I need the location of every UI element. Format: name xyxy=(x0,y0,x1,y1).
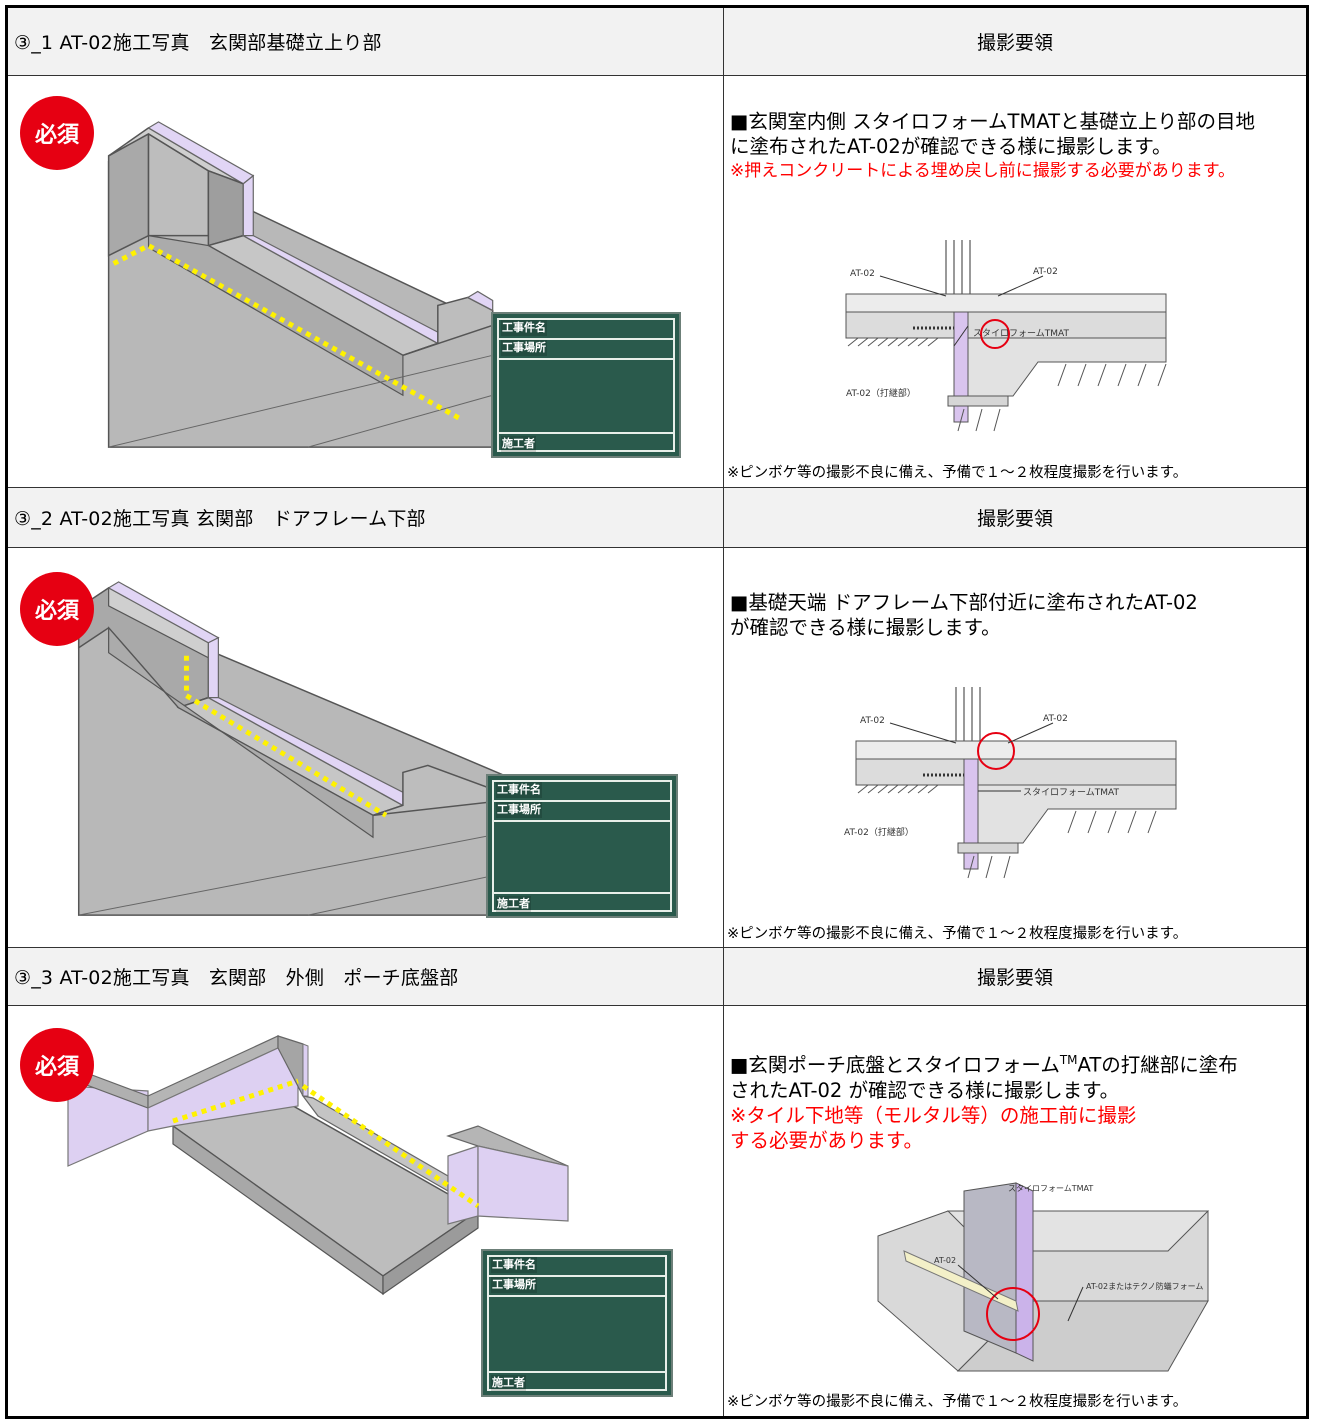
section-2-header: ③_2 AT-02施工写真 玄関部 ドアフレーム下部 撮影要領 xyxy=(8,488,1306,548)
section-2-required-badge: 必須 xyxy=(20,572,94,646)
board-label-site: 工事場所 xyxy=(501,340,547,356)
section-3-caution-2: する必要があります。 xyxy=(730,1128,924,1152)
section-2-header-right: 撮影要領 xyxy=(723,488,1306,547)
diagram-label-at02-right: AT-02 xyxy=(1033,267,1058,277)
board-label-builder: 施工者 xyxy=(491,1375,526,1391)
section-1-note: ※ピンボケ等の撮影不良に備え、予備で１～２枚程度撮影を行います。 xyxy=(727,465,1188,481)
board-label-project: 工事件名 xyxy=(501,320,547,336)
section-1-desc-line-2: に塗布されたAT-02が確認できる様に撮影します。 xyxy=(730,135,1172,158)
diagram-label-at02-left: AT-02 xyxy=(850,269,875,279)
section-3-detail-diagram: スタイロフォームTMAT AT-02 AT-02またはテクノ防蟻フォーム xyxy=(877,1182,1210,1372)
section-1-required-badge: 必須 xyxy=(20,96,94,170)
section-3-header: ③_3 AT-02施工写真 玄関部 外側 ポーチ底盤部 撮影要領 xyxy=(8,948,1306,1006)
section-3-header-right: 撮影要領 xyxy=(723,948,1306,1005)
section-2-note: ※ピンボケ等の撮影不良に備え、予備で１～２枚程度撮影を行います。 xyxy=(727,926,1188,942)
diagram-label-stylofoam: スタイロフォームTMAT xyxy=(1023,787,1119,798)
board-label-site: 工事場所 xyxy=(496,802,542,818)
section-3-caution-1: ※タイル下地等（モルタル等）の施工前に撮影 xyxy=(730,1103,1137,1127)
section-1-header-right: 撮影要領 xyxy=(723,8,1306,75)
section-3-desc-line-1-post: ATの打継部に塗布 xyxy=(1077,1053,1238,1077)
board-label-project: 工事件名 xyxy=(491,1257,537,1273)
board-label-project: 工事件名 xyxy=(496,782,542,798)
section-3-desc-line-1-pre: ■玄関ポーチ底盤とスタイロフォーム xyxy=(730,1053,1060,1077)
section-2-detail-diagram: AT-02 AT-02 スタイロフォームTMAT AT-02（打継部） xyxy=(844,687,1177,879)
section-2-desc-line-2: が確認できる様に撮影します。 xyxy=(730,616,1001,639)
section-2-blackboard: 工事件名 工事場所 施工者 xyxy=(486,774,678,918)
board-label-builder: 施工者 xyxy=(496,896,531,912)
section-2-description: ■基礎天端 ドアフレーム下部付近に塗布されたAT-02 が確認できる様に撮影しま… xyxy=(730,590,1315,640)
board-label-builder: 施工者 xyxy=(501,436,536,452)
section-1-title: ③_1 AT-02施工写真 玄関部基礎立上り部 xyxy=(14,32,382,54)
section-1-header: ③_1 AT-02施工写真 玄関部基礎立上り部 撮影要領 xyxy=(8,8,1306,76)
diagram-label-stylofoam: スタイロフォームTMAT xyxy=(1008,1184,1093,1193)
section-3-illustration xyxy=(67,1035,569,1296)
diagram-label-joint: AT-02（打継部） xyxy=(846,387,916,399)
section-1-illustration xyxy=(107,121,494,448)
section-3-body: 必須 工事件名 工事場所 施工者 ■玄関ポーチ底盤とスタイロフォームTMATの打… xyxy=(8,1006,1306,1416)
diagram-label-at02-left: AT-02 xyxy=(860,716,885,726)
section-1-caution: ※押えコンクリートによる埋め戻し前に撮影する必要があります。 xyxy=(730,161,1236,181)
section-1-detail-diagram: AT-02 AT-02 スタイロフォームTMAT AT-02（打継部） xyxy=(845,240,1167,432)
section-3-desc-line-1: ■玄関ポーチ底盤とスタイロフォームTMATの打継部に塗布 xyxy=(730,1048,1315,1078)
section-3-desc-line-2: されたAT-02 が確認できる様に撮影します。 xyxy=(730,1078,1120,1102)
board-label-site: 工事場所 xyxy=(491,1277,537,1293)
trademark-superscript: TM xyxy=(1059,1053,1078,1067)
section-1-desc-line-1: ■玄関室内側 スタイロフォームTMATと基礎立上り部の目地 xyxy=(730,110,1256,133)
diagram-label-at02-right: AT-02 xyxy=(1043,714,1068,724)
diagram-label-alternative: AT-02またはテクノ防蟻フォーム xyxy=(1086,1281,1203,1291)
section-3-required-badge: 必須 xyxy=(20,1028,94,1102)
section-2-title: ③_2 AT-02施工写真 玄関部 ドアフレーム下部 xyxy=(14,508,426,530)
section-2-body: 必須 工事件名 工事場所 施工者 ■基礎天端 ドアフレーム下部付近に塗布されたA… xyxy=(8,548,1306,948)
section-2-desc-line-1: ■基礎天端 ドアフレーム下部付近に塗布されたAT-02 xyxy=(730,591,1198,614)
section-1-description: ■玄関室内側 スタイロフォームTMATと基礎立上り部の目地 に塗布されたAT-0… xyxy=(730,109,1315,184)
section-1-body: 必須 工事件名 工事場所 施工者 ■玄関室内側 スタイロフォームTMATと基礎立… xyxy=(8,76,1306,488)
document-sheet: ③_1 AT-02施工写真 玄関部基礎立上り部 撮影要領 xyxy=(5,5,1309,1419)
section-3-note: ※ピンボケ等の撮影不良に備え、予備で１～２枚程度撮影を行います。 xyxy=(727,1394,1188,1410)
section-3-title: ③_3 AT-02施工写真 玄関部 外側 ポーチ底盤部 xyxy=(14,967,459,989)
diagram-label-joint: AT-02（打継部） xyxy=(844,826,914,838)
section-3-description: ■玄関ポーチ底盤とスタイロフォームTMATの打継部に塗布 されたAT-02 が確… xyxy=(730,1048,1315,1153)
section-1-blackboard: 工事件名 工事場所 施工者 xyxy=(491,312,681,458)
diagram-label-stylofoam: スタイロフォームTMAT xyxy=(973,328,1069,339)
diagram-label-at02: AT-02 xyxy=(934,1256,956,1265)
section-3-blackboard: 工事件名 工事場所 施工者 xyxy=(481,1249,673,1397)
section-2-illustration xyxy=(77,581,534,916)
